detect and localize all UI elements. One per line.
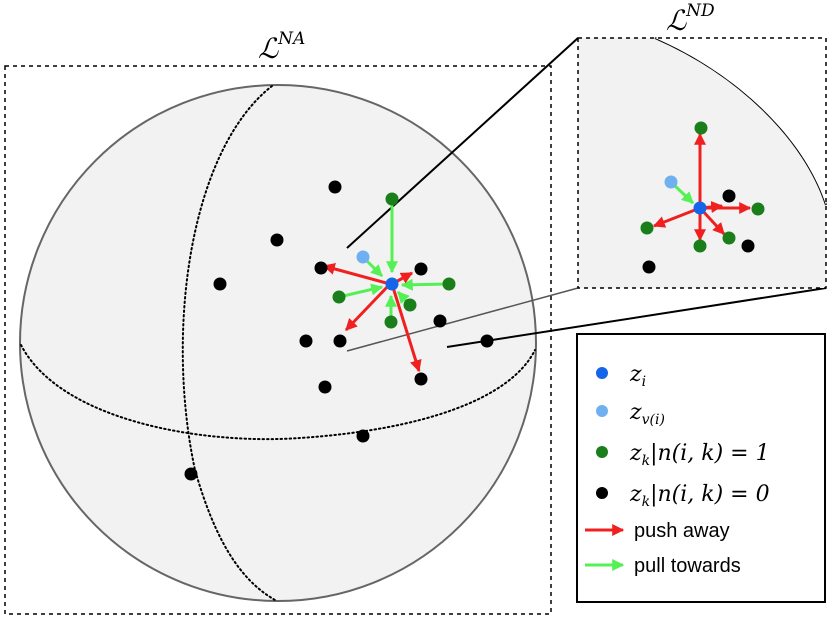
augmented-point: [664, 175, 678, 189]
legend-negative-dot: [596, 487, 608, 499]
sphere: [19, 84, 537, 602]
legend-anchor-dot: [596, 367, 608, 379]
loss-na-label: ℒNA: [258, 29, 305, 65]
loss-nd-label: ℒND: [666, 1, 715, 37]
positive-point: [722, 231, 736, 245]
legend-augmented-dot: [596, 405, 608, 417]
negative-point: [741, 239, 755, 253]
na-frame: [4, 65, 552, 615]
push-arrow: [322, 263, 391, 286]
zoom-points: [640, 121, 765, 274]
zoom-line-bottom: [346, 287, 579, 352]
negative-point: [642, 260, 656, 274]
negative-point: [414, 372, 428, 386]
meridian-line: [181, 85, 276, 601]
legend-positive-dot: [596, 446, 608, 458]
negative-point: [213, 277, 227, 291]
zoom-line-top: [346, 37, 579, 249]
negative-point: [314, 261, 328, 275]
legend-zi: zi: [629, 362, 646, 390]
negative-point: [299, 334, 313, 348]
negative-point: [480, 334, 494, 348]
main-points: [184, 180, 494, 481]
zoom-line-right: [446, 287, 827, 348]
negative-point: [722, 189, 736, 203]
positive-point: [694, 121, 708, 135]
negative-point: [433, 314, 447, 328]
positive-point: [385, 192, 399, 206]
positive-point: [442, 277, 456, 291]
negative-point: [184, 467, 198, 481]
legend-pull-label: pull towards: [634, 555, 741, 577]
pull-arrow: [338, 283, 384, 299]
negative-point: [318, 380, 332, 394]
legend-push-label: push away: [634, 520, 730, 542]
augmented-point: [356, 250, 370, 264]
positive-point: [693, 239, 707, 253]
anchor-point: [385, 277, 399, 291]
positive-point: [751, 202, 765, 216]
push-arrow: [390, 283, 422, 373]
pull-arrow: [671, 182, 695, 205]
push-arrow: [344, 282, 392, 332]
positive-point: [640, 221, 654, 235]
anchor-point: [693, 201, 707, 215]
legend-zvi: zv(i): [629, 400, 665, 428]
legend: zi zv(i) zk|n(i, k) = 1 zk|n(i, k) = 0 p…: [576, 333, 826, 603]
negative-point: [356, 429, 370, 443]
legend-zk-neg: zk|n(i, k) = 0: [629, 482, 770, 510]
legend-box: [576, 333, 826, 603]
pull-arrow: [400, 278, 449, 291]
nd-frame: [577, 37, 827, 289]
negative-point: [270, 233, 284, 247]
negative-point: [333, 334, 347, 348]
nd-outside-region: [655, 38, 826, 205]
positive-point: [403, 298, 417, 312]
equator-line: [20, 344, 536, 441]
legend-zk-pos: zk|n(i, k) = 1: [629, 441, 770, 469]
negative-point: [328, 180, 342, 194]
positive-point: [332, 290, 346, 304]
push-arrow: [652, 206, 701, 228]
negative-point: [414, 262, 428, 276]
positive-point: [384, 315, 398, 329]
